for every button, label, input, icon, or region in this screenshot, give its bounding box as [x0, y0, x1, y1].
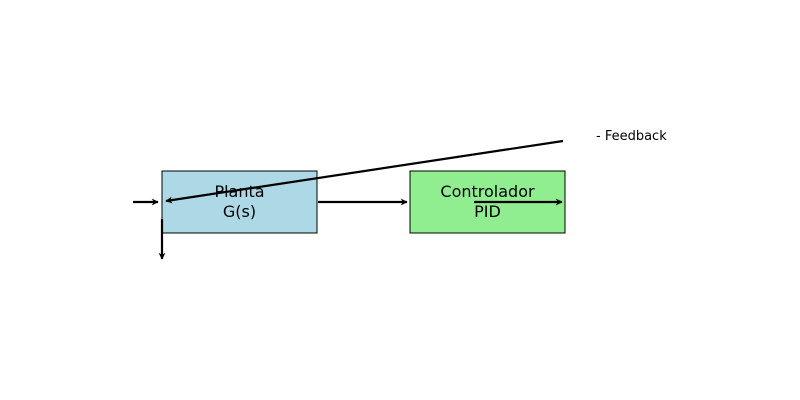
- controlador-label: Controlador: [440, 182, 535, 201]
- planta-label: Planta: [214, 182, 264, 201]
- feedback-arrow: [165, 139, 564, 204]
- planta-block: Planta G(s): [161, 170, 318, 234]
- planta-transfer-label: G(s): [223, 202, 256, 221]
- controlador-type-label: PID: [474, 202, 501, 221]
- feedback-label: - Feedback: [596, 129, 667, 144]
